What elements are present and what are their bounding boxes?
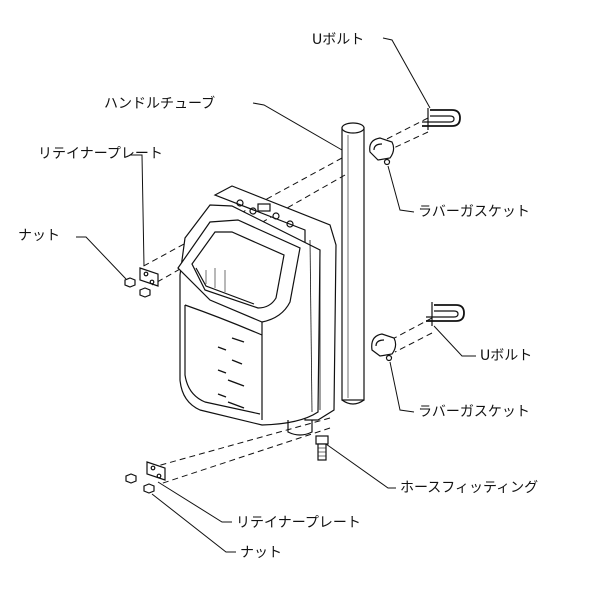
label-rubber-gasket-top: ラバーガスケット — [418, 204, 530, 220]
u-bolt-upper — [422, 108, 461, 130]
label-retainer-plate-bottom: リテイナープレート — [236, 515, 361, 531]
label-nut-top: ナット — [18, 228, 60, 244]
retainer-plate-lower — [146, 461, 166, 481]
nut-lower — [125, 473, 155, 494]
rubber-gasket-upper — [369, 137, 395, 166]
label-retainer-plate-top: リテイナープレート — [38, 146, 163, 162]
nut-upper — [124, 277, 151, 298]
handle-tube — [341, 122, 365, 405]
label-nut-bottom: ナット — [240, 545, 282, 561]
label-rubber-gasket-bottom: ラバーガスケット — [418, 404, 530, 420]
dispenser-tank — [177, 185, 337, 436]
leader-lines — [76, 37, 476, 553]
hose-fitting — [315, 435, 329, 461]
label-hose-fitting: ホースフィッティング — [400, 480, 538, 496]
u-bolt-lower — [426, 302, 465, 326]
label-handle-tube: ハンドルチューブ — [104, 95, 215, 112]
rubber-gasket-lower — [371, 333, 397, 362]
retainer-plate-upper — [139, 267, 159, 287]
label-u-bolt-bottom: Uボルト — [480, 348, 532, 364]
label-u-bolt-top: Uボルト — [312, 32, 364, 48]
